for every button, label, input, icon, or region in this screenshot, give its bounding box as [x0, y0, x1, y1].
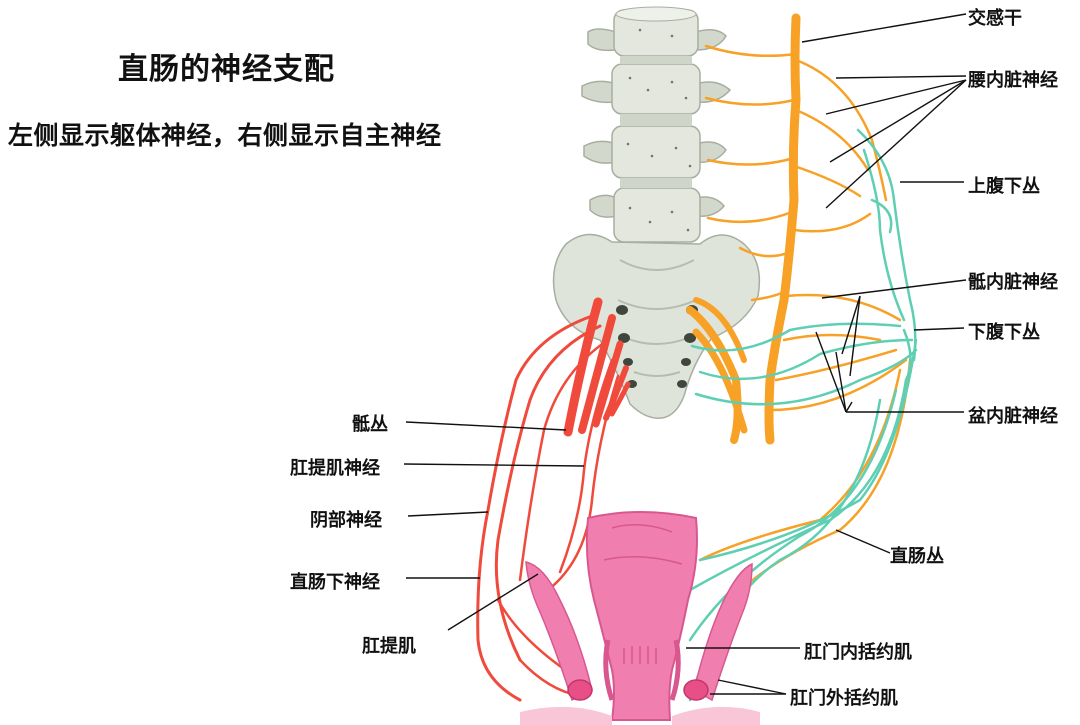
label-external-sphincter: 肛门外括约肌	[790, 688, 898, 709]
somatic-nerves	[476, 297, 631, 702]
label-levator-ani-nerve: 肛提肌神经	[290, 458, 380, 479]
label-superior-hypogastric: 上腹下丛	[968, 176, 1040, 197]
leader-lines	[403, 13, 967, 695]
label-inferior-hypogastric: 下腹下丛	[968, 322, 1040, 343]
label-rectal-plexus: 直肠丛	[890, 546, 944, 567]
label-sympathetic-trunk: 交感干	[968, 8, 1022, 29]
label-internal-sphincter: 肛门内括约肌	[804, 642, 912, 663]
label-inferior-rectal-nerve: 直肠下神经	[290, 572, 380, 593]
lumbar-spine	[552, 6, 761, 419]
rectum-and-pelvic-floor	[520, 511, 760, 725]
label-sacral-plexus: 骶丛	[352, 414, 388, 435]
label-pelvic-splanchnic: 盆内脏神经	[968, 406, 1058, 427]
parasympathetic-nerves	[688, 128, 918, 702]
label-sacral-splanchnic: 骶内脏神经	[968, 272, 1058, 293]
diagram-subtitle: 左侧显示躯体神经，右侧显示自主神经	[8, 121, 442, 150]
sympathetic-nerves	[686, 13, 912, 602]
label-pudendal-nerve: 阴部神经	[310, 510, 382, 531]
diagram-title: 直肠的神经支配	[118, 52, 335, 87]
label-levator-ani: 肛提肌	[362, 636, 416, 657]
label-lumbar-splanchnic: 腰内脏神经	[968, 70, 1058, 91]
